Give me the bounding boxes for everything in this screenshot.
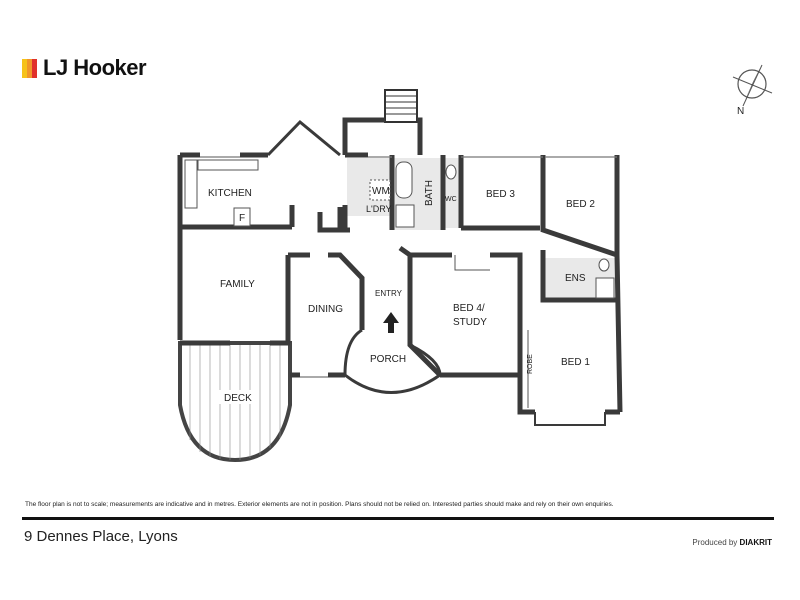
label-robe: ROBE	[527, 354, 534, 374]
label-laundry: L'DRY	[366, 204, 392, 214]
compass-north-label: N	[737, 106, 744, 117]
label-bed1: BED 1	[561, 357, 590, 368]
entry-arrow-icon	[383, 312, 399, 333]
logo-text: LJ Hooker	[43, 55, 147, 80]
label-entry: ENTRY	[375, 289, 403, 298]
label-bed4-line1: BED 4/	[453, 303, 485, 314]
produced-by-label: Produced by	[692, 538, 738, 547]
label-kitchen: KITCHEN	[208, 188, 252, 199]
windows	[200, 156, 617, 378]
label-fridge: F	[239, 213, 245, 224]
label-family: FAMILY	[220, 279, 255, 290]
label-bed2: BED 2	[566, 199, 595, 210]
stairs	[384, 89, 418, 123]
footer-divider	[22, 517, 774, 520]
label-bath: BATH	[424, 180, 435, 206]
label-ens: ENS	[565, 273, 586, 284]
label-deck: DECK	[224, 393, 252, 404]
label-bed3: BED 3	[486, 189, 515, 200]
label-bed4-line2: STUDY	[453, 317, 487, 328]
disclaimer: The floor plan is not to scale; measurem…	[25, 501, 614, 508]
label-wm: WM	[372, 186, 390, 197]
label-wc: WC	[445, 196, 457, 203]
fixtures	[184, 159, 615, 408]
walls	[177, 117, 623, 426]
north-compass-icon: N	[732, 64, 773, 117]
label-dining: DINING	[308, 304, 343, 315]
property-address: 9 Dennes Place, Lyons	[24, 528, 178, 545]
room-labels: KITCHEN F WM L'DRY BATH WC BED 3 BED 2 E…	[208, 180, 595, 404]
logo-bars-icon	[22, 58, 37, 78]
producer-credit: Produced by DIAKRIT	[692, 538, 772, 547]
producer-name: DIAKRIT	[739, 538, 772, 547]
lj-hooker-logo: LJ Hooker	[22, 55, 147, 81]
deck	[178, 341, 292, 463]
label-porch: PORCH	[370, 354, 406, 365]
